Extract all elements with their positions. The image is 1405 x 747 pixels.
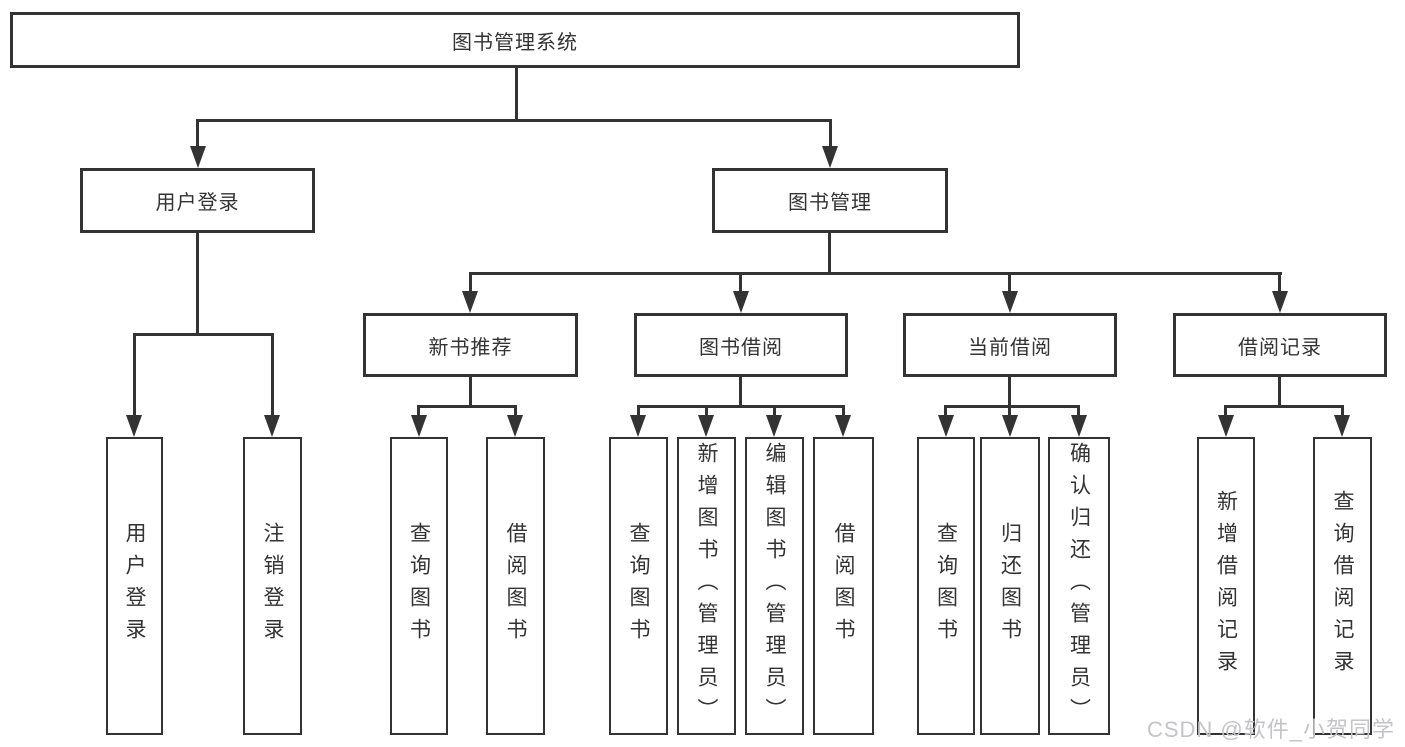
connector-stem-leaf <box>842 405 845 419</box>
connector-stem-leaf <box>944 405 947 419</box>
connector-user-login-bar <box>133 333 274 336</box>
connector-stem-leaf <box>133 333 136 418</box>
connector-bar <box>637 405 845 408</box>
node-new-book-recommend: 新书推荐 <box>363 313 578 377</box>
arrow-down-icon <box>822 146 838 168</box>
leaf-add-borrow-record: 新增借阅记录 <box>1197 437 1255 735</box>
connector-trunk <box>1008 377 1011 407</box>
node-book-borrow-label: 图书借阅 <box>699 336 783 359</box>
connector-bar <box>944 405 1080 408</box>
arrow-down-icon <box>1071 415 1087 437</box>
leaf-query-borrow-record: 查询借阅记录 <box>1313 437 1372 735</box>
leaf-user-login-label: 用户登录 <box>123 522 147 650</box>
leaf-add-book-admin: 新增图书（管理员） <box>677 437 736 735</box>
connector-level3-bus <box>469 272 1282 275</box>
arrow-down-icon <box>1272 291 1288 313</box>
arrow-down-icon <box>1002 415 1018 437</box>
arrow-down-icon <box>1002 291 1018 313</box>
leaf-return-books-label: 归还图书 <box>998 522 1022 650</box>
leaf-borrow-books-label: 借阅图书 <box>504 522 528 650</box>
connector-trunk <box>1278 377 1281 407</box>
connector-stem-level3 <box>739 272 742 295</box>
arrow-down-icon <box>462 291 478 313</box>
arrow-down-icon <box>698 415 714 437</box>
arrow-down-icon <box>1334 415 1350 437</box>
connector-book-management-trunk <box>828 233 831 274</box>
leaf-add-book-admin-label: 新增图书（管理员） <box>695 442 719 730</box>
arrow-down-icon <box>264 415 280 437</box>
connector-stem-level3 <box>1008 272 1011 295</box>
arrow-down-icon <box>835 415 851 437</box>
connector-stem-leaf <box>1224 405 1227 419</box>
leaf-confirm-return-admin: 确认归还（管理员） <box>1048 437 1110 735</box>
connector-stem-leaf <box>514 405 517 419</box>
leaf-edit-book-admin-label: 编辑图书（管理员） <box>763 442 787 730</box>
leaf-query-borrow-record-label: 查询借阅记录 <box>1331 490 1355 682</box>
leaf-user-login: 用户登录 <box>106 437 163 735</box>
leaf-edit-book-admin: 编辑图书（管理员） <box>745 437 804 735</box>
node-root-label: 图书管理系统 <box>452 31 578 54</box>
leaf-logout-label: 注销登录 <box>261 522 285 650</box>
leaf-borrow-books: 借阅图书 <box>813 437 874 735</box>
leaf-query-books: 查询图书 <box>609 437 668 735</box>
connector-trunk <box>469 377 472 407</box>
node-book-management-label: 图书管理 <box>788 192 872 214</box>
leaf-query-books: 查询图书 <box>390 437 448 735</box>
arrow-down-icon <box>507 415 523 437</box>
arrow-down-icon <box>1218 415 1234 437</box>
node-user-login: 用户登录 <box>80 168 315 233</box>
connector-stem-leaf <box>1077 405 1080 419</box>
connector-user-login-trunk <box>196 233 199 336</box>
connector-stem-leaf <box>705 405 708 419</box>
connector-trunk <box>739 377 742 407</box>
leaf-borrow-books-label: 借阅图书 <box>832 522 856 650</box>
connector-stem-leaf <box>417 405 420 419</box>
leaf-query-books-label: 查询图书 <box>934 522 958 650</box>
connector-stem-user-login <box>196 119 199 149</box>
leaf-query-books-label: 查询图书 <box>627 522 651 650</box>
node-user-login-label: 用户登录 <box>155 192 240 214</box>
node-book-borrow: 图书借阅 <box>634 313 848 377</box>
connector-stem-level3 <box>1278 272 1281 295</box>
leaf-query-books: 查询图书 <box>917 437 975 735</box>
arrow-down-icon <box>411 415 427 437</box>
connector-stem-leaf <box>637 405 640 419</box>
node-current-borrow: 当前借阅 <box>903 313 1117 377</box>
connector-stem-leaf <box>271 333 274 418</box>
node-current-borrow-label: 当前借阅 <box>968 336 1052 359</box>
watermark: CSDN @软件_小贺同学 <box>1146 717 1395 742</box>
arrow-down-icon <box>630 415 646 437</box>
connector-bar <box>1224 405 1344 408</box>
leaf-return-books: 归还图书 <box>980 437 1040 735</box>
leaf-add-borrow-record-label: 新增借阅记录 <box>1214 490 1238 682</box>
connector-stem-leaf <box>773 405 776 419</box>
connector-bar <box>417 405 517 408</box>
node-book-management: 图书管理 <box>712 168 948 233</box>
leaf-borrow-books: 借阅图书 <box>486 437 545 735</box>
node-borrow-records: 借阅记录 <box>1173 313 1387 377</box>
connector-stem-leaf <box>1008 405 1011 419</box>
connector-stem-book-management <box>829 119 832 149</box>
arrow-down-icon <box>190 146 206 168</box>
arrow-down-icon <box>126 415 142 437</box>
leaf-confirm-return-admin-label: 确认归还（管理员） <box>1067 442 1091 730</box>
leaf-logout: 注销登录 <box>243 437 302 735</box>
connector-level2-bar <box>196 119 832 122</box>
arrow-down-icon <box>938 415 954 437</box>
connector-root-trunk <box>515 68 518 121</box>
node-root: 图书管理系统 <box>10 12 1020 68</box>
connector-stem-leaf <box>1341 405 1344 419</box>
connector-stem-level3 <box>469 272 472 295</box>
node-new-book-recommend-label: 新书推荐 <box>428 336 513 359</box>
arrow-down-icon <box>733 291 749 313</box>
arrow-down-icon <box>766 415 782 437</box>
leaf-query-books-label: 查询图书 <box>407 522 431 650</box>
node-borrow-records-label: 借阅记录 <box>1238 336 1322 359</box>
